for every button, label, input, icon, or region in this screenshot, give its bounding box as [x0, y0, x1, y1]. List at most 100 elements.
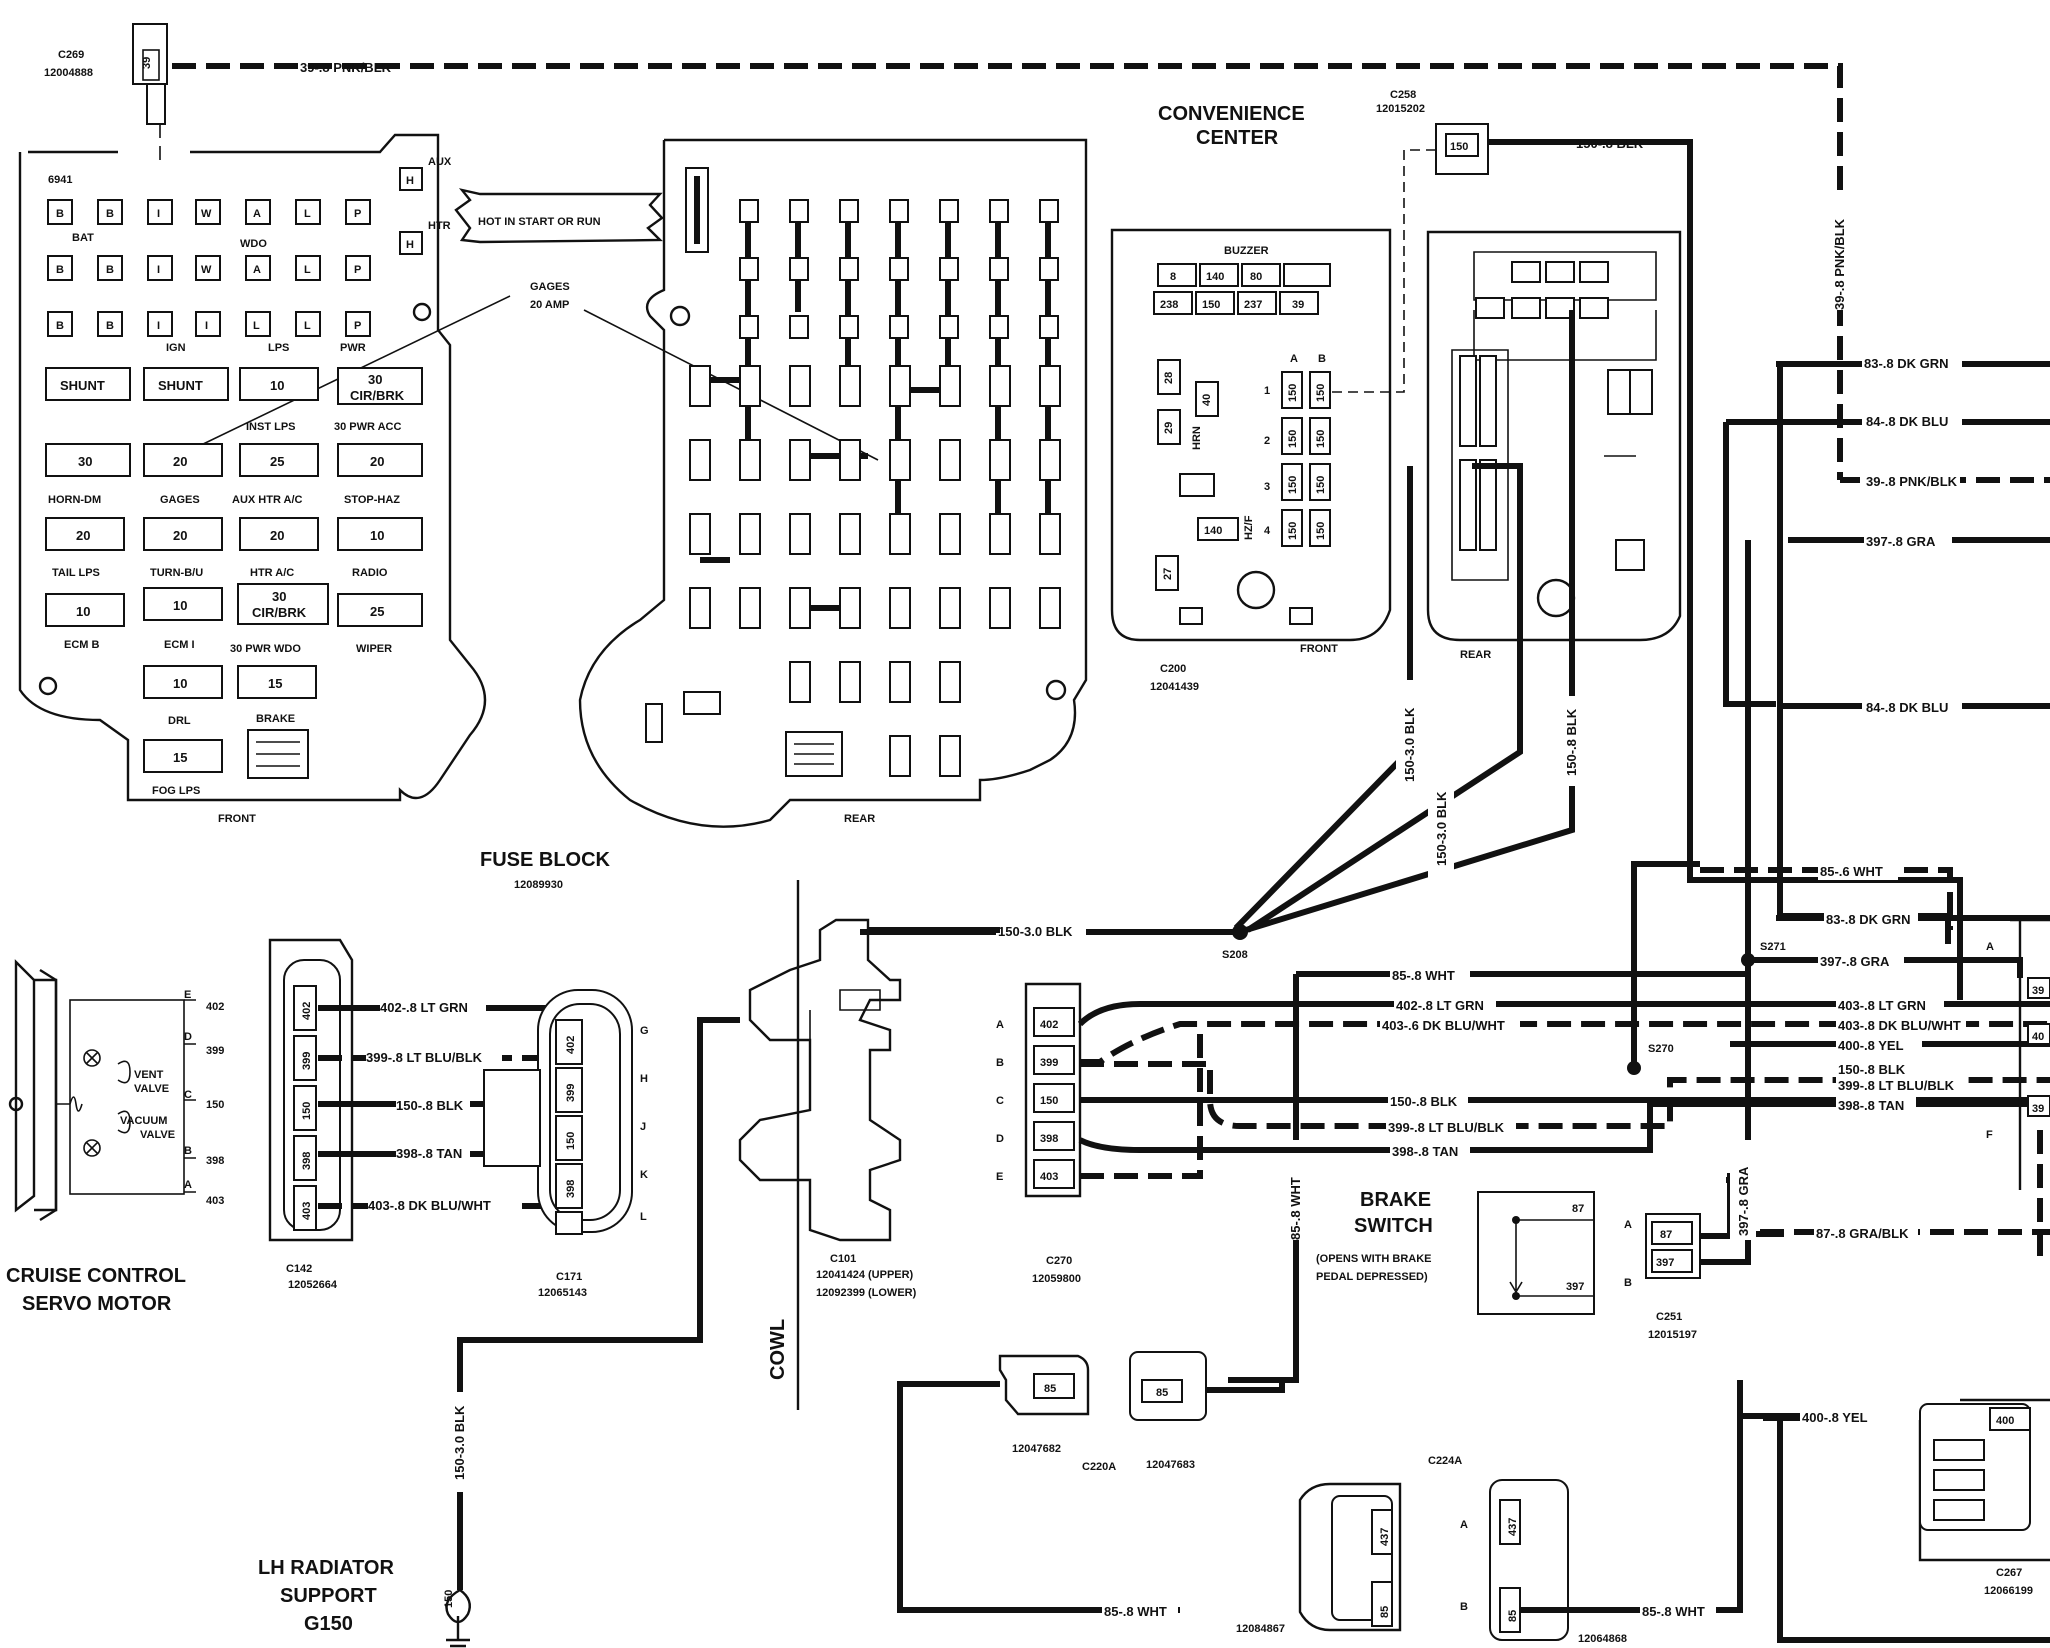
svg-text:L: L — [304, 264, 311, 276]
svg-text:399: 399 — [1040, 1057, 1058, 1069]
svg-text:150: 150 — [1287, 430, 1299, 448]
svg-text:87-.8 GRA/BLK: 87-.8 GRA/BLK — [1816, 1226, 1909, 1241]
svg-text:403: 403 — [1040, 1171, 1058, 1183]
svg-text:20: 20 — [370, 454, 384, 469]
svg-text:8: 8 — [1170, 271, 1176, 283]
svg-text:397-.8 GRA: 397-.8 GRA — [1820, 954, 1890, 969]
svg-text:A: A — [1986, 941, 1994, 953]
svg-text:3: 3 — [1264, 481, 1270, 493]
svg-text:85: 85 — [1156, 1387, 1168, 1399]
svg-text:403-.8 DK BLU/WHT: 403-.8 DK BLU/WHT — [1838, 1018, 1961, 1033]
svg-text:12052664: 12052664 — [288, 1279, 338, 1291]
svg-text:397-.8 GRA: 397-.8 GRA — [1866, 534, 1936, 549]
svg-text:10: 10 — [370, 528, 384, 543]
svg-text:20: 20 — [173, 454, 187, 469]
svg-text:LH RADIATOR: LH RADIATOR — [258, 1557, 394, 1579]
svg-text:80: 80 — [1250, 271, 1262, 283]
svg-text:150: 150 — [565, 1132, 577, 1150]
svg-text:39: 39 — [2032, 985, 2044, 997]
svg-text:C251: C251 — [1656, 1311, 1682, 1323]
c220a-connector: 85 85 12047682 C220A 12047683 — [897, 1351, 1285, 1613]
fuse-front-label: FRONT — [218, 813, 256, 825]
wire-85-down — [1228, 974, 1299, 1383]
svg-text:402: 402 — [1040, 1019, 1058, 1031]
svg-text:150: 150 — [1315, 430, 1327, 448]
svg-text:I: I — [157, 264, 160, 276]
svg-text:2: 2 — [1264, 435, 1270, 447]
svg-text:RADIO: RADIO — [352, 567, 388, 579]
c171-connector: 402 399 150 398 G H J K L C171 12065143 — [483, 989, 649, 1299]
c267-connector: 400-.8 YEL 400 C267 12066199 — [1748, 1398, 2050, 1597]
svg-text:PWR: PWR — [340, 342, 366, 354]
svg-text:LPS: LPS — [268, 342, 289, 354]
blk-150-verticals: 150-3.0 BLK 150-3.0 BLK 150-.8 BLK — [1233, 310, 1584, 933]
svg-text:VALVE: VALVE — [134, 1083, 169, 1095]
c142-connector: 402 399 150 398 403 C142 12052664 — [268, 938, 560, 1291]
svg-text:150-.8 BLK: 150-.8 BLK — [396, 1098, 464, 1113]
svg-text:150-.8 BLK: 150-.8 BLK — [1576, 136, 1644, 151]
svg-text:B: B — [184, 1145, 192, 1157]
svg-text:402-.8 LT GRN: 402-.8 LT GRN — [1396, 998, 1484, 1013]
svg-text:399: 399 — [301, 1052, 313, 1070]
c258-connector: 150 C258 12015202 — [1376, 89, 1489, 175]
fuse-block-pn: 12089930 — [514, 879, 563, 891]
svg-text:398: 398 — [301, 1152, 313, 1170]
c270-bundle: 402-.8 LT GRN 403-.8 LT GRN 403-.6 DK BL… — [1077, 994, 2050, 1179]
svg-text:B: B — [996, 1057, 1004, 1069]
svg-text:H: H — [406, 175, 414, 187]
svg-text:E: E — [996, 1171, 1003, 1183]
c269-label: C269 — [58, 49, 84, 61]
svg-text:12065143: 12065143 — [538, 1287, 587, 1299]
wire-85-wht-upper — [1700, 867, 1953, 930]
svg-text:J: J — [640, 1121, 646, 1133]
svg-text:150: 150 — [1287, 384, 1299, 402]
svg-text:10: 10 — [173, 676, 187, 691]
svg-text:28: 28 — [1163, 372, 1175, 384]
svg-text:VALVE: VALVE — [140, 1129, 175, 1141]
aux-htr-tabs: H AUX H HTR — [399, 156, 452, 255]
convenience-center: CONVENIENCE CENTER BUZZER 8 140 80 238 1… — [1110, 103, 1682, 693]
svg-text:39: 39 — [1292, 299, 1304, 311]
c269-pn: 12004888 — [44, 67, 93, 79]
svg-text:400-.8 YEL: 400-.8 YEL — [1838, 1038, 1904, 1053]
svg-text:150-3.0 BLK: 150-3.0 BLK — [998, 924, 1073, 939]
svg-text:B: B — [1318, 353, 1326, 365]
svg-text:40: 40 — [1201, 394, 1213, 406]
svg-text:HOT IN START OR RUN: HOT IN START OR RUN — [478, 216, 601, 228]
svg-text:BAT: BAT — [72, 232, 94, 244]
svg-text:STOP-HAZ: STOP-HAZ — [344, 494, 400, 506]
svg-text:HTR A/C: HTR A/C — [250, 567, 294, 579]
svg-text:150-3.0 BLK: 150-3.0 BLK — [1434, 791, 1449, 866]
svg-text:12015202: 12015202 — [1376, 103, 1425, 115]
svg-text:BRAKE: BRAKE — [256, 713, 295, 725]
svg-text:REAR: REAR — [1460, 649, 1491, 661]
svg-text:398: 398 — [206, 1155, 224, 1167]
svg-text:20: 20 — [173, 528, 187, 543]
svg-text:402: 402 — [301, 1002, 313, 1020]
svg-text:150: 150 — [1287, 476, 1299, 494]
svg-text:12092399 (LOWER): 12092399 (LOWER) — [816, 1287, 917, 1299]
svg-text:398-.8 TAN: 398-.8 TAN — [1392, 1144, 1458, 1159]
c269-pin: 39 — [141, 57, 153, 69]
svg-text:83-.8 DK GRN: 83-.8 DK GRN — [1826, 912, 1911, 927]
fuse-row-1: B B I W A L P BAT WDO — [47, 199, 371, 250]
svg-text:C: C — [184, 1089, 192, 1101]
svg-text:ECM B: ECM B — [64, 639, 100, 651]
svg-text:30 PWR WDO: 30 PWR WDO — [230, 643, 301, 655]
svg-text:L: L — [304, 320, 311, 332]
svg-text:150-3.0 BLK: 150-3.0 BLK — [452, 1405, 467, 1480]
svg-text:437: 437 — [1379, 1528, 1391, 1546]
svg-text:HORN-DM: HORN-DM — [48, 494, 101, 506]
svg-text:150: 150 — [1040, 1095, 1058, 1107]
svg-text:30: 30 — [272, 589, 286, 604]
svg-text:397: 397 — [1656, 1257, 1674, 1269]
svg-text:85: 85 — [1044, 1383, 1056, 1395]
svg-text:10: 10 — [173, 598, 187, 613]
svg-text:437: 437 — [1507, 1518, 1519, 1536]
svg-text:D: D — [996, 1133, 1004, 1145]
svg-text:403-.8 DK BLU/WHT: 403-.8 DK BLU/WHT — [368, 1198, 491, 1213]
svg-text:A: A — [253, 208, 261, 220]
svg-text:CIR/BRK: CIR/BRK — [350, 388, 405, 403]
svg-text:10: 10 — [270, 378, 284, 393]
svg-text:237: 237 — [1244, 299, 1262, 311]
